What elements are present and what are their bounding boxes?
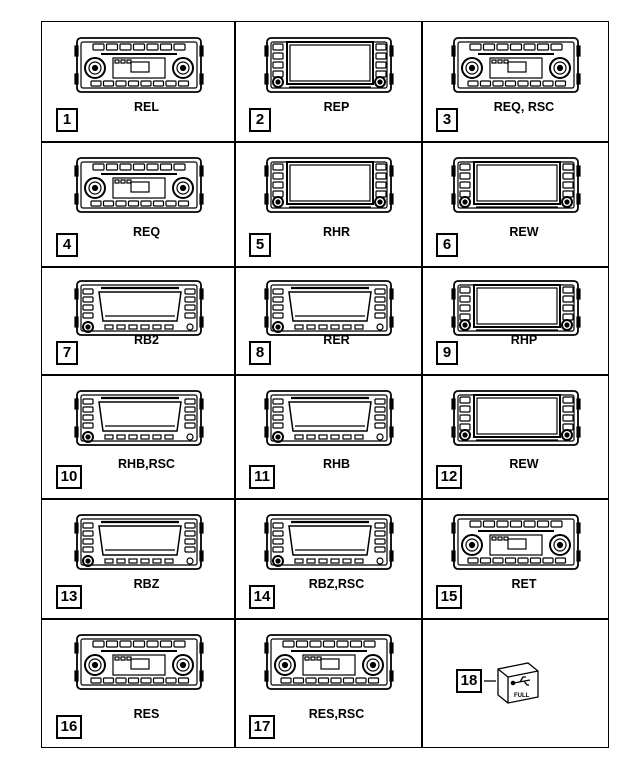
grid-divider (42, 374, 608, 376)
radio-cell: RBZ,RSC 14 (235, 499, 422, 619)
callout-number: 15 (436, 585, 462, 609)
callout-number: 12 (436, 465, 462, 489)
grid-divider (234, 22, 236, 747)
radio-cell: REW 6 (422, 142, 610, 267)
radio-unit-icon (263, 634, 394, 690)
radio-unit-icon (263, 280, 394, 336)
radio-code-label: RBZ (133, 577, 160, 591)
callout-number: 2 (249, 108, 271, 132)
radio-cell: REL 1 (42, 22, 235, 142)
radio-code-label: REQ (132, 225, 161, 239)
radio-unit-icon (73, 280, 204, 336)
radio-code-label: RET (511, 577, 537, 591)
radio-code-label: RB2 (133, 333, 159, 347)
radio-unit-icon (451, 280, 581, 336)
radio-code-label: RES (133, 707, 160, 721)
radio-unit-icon (73, 634, 204, 690)
callout-number: 1 (56, 108, 78, 132)
radio-cell: REW 12 (422, 375, 610, 499)
radio-code-label: RBZ,RSC (308, 577, 365, 591)
callout-number: 6 (436, 233, 458, 257)
radio-code-label: RHB (322, 457, 351, 471)
radio-code-label: REP (323, 100, 350, 114)
radio-code-label: RHB,RSC (118, 457, 175, 471)
radio-cell: RER 8 (235, 267, 422, 375)
callout-number: 3 (436, 108, 458, 132)
grid-divider (421, 22, 423, 747)
radio-cell: RBZ 13 (42, 499, 235, 619)
usb-text: FULL (514, 693, 530, 699)
radio-cell: REQ, RSC 3 (422, 22, 610, 142)
radio-code-label: RER (323, 333, 350, 347)
radio-unit-icon (451, 514, 581, 570)
radio-code-label: REW (509, 225, 539, 239)
grid-divider (42, 266, 608, 268)
grid-divider (42, 141, 608, 143)
radio-unit-icon (73, 390, 204, 446)
radio-unit-icon (263, 37, 394, 93)
callout-number: 16 (56, 715, 82, 739)
callout-number: 14 (249, 585, 275, 609)
grid-divider (42, 618, 608, 620)
callout-number: 17 (249, 715, 275, 739)
radio-code-label: RHR (322, 225, 351, 239)
grid-divider (42, 498, 608, 500)
callout-number: 8 (249, 341, 271, 365)
radio-cell: RET 15 (422, 499, 610, 619)
callout-number: 11 (249, 465, 275, 489)
radio-cell: RHB,RSC 10 (42, 375, 235, 499)
radio-code-label: RES,RSC (308, 707, 365, 721)
callout-number: 5 (249, 233, 271, 257)
radio-unit-icon (263, 514, 394, 570)
callout-number: 7 (56, 341, 78, 365)
radio-cell: RES 16 (42, 619, 235, 749)
radio-cell: RHP 9 (422, 267, 610, 375)
callout-number: 18 (456, 669, 482, 693)
radio-code-label: REL (134, 100, 159, 114)
usb-adapter-icon: FULL (484, 662, 539, 704)
radio-code-label: REQ, RSC (493, 100, 555, 114)
radio-cell: RHB 11 (235, 375, 422, 499)
radio-cell: REP 2 (235, 22, 422, 142)
callout-number: 4 (56, 233, 78, 257)
radio-unit-icon (451, 390, 581, 446)
callout-number: 9 (436, 341, 458, 365)
radio-cell: RES,RSC 17 (235, 619, 422, 749)
radio-unit-icon (263, 390, 394, 446)
radio-unit-icon (73, 157, 204, 213)
callout-number: 13 (56, 585, 82, 609)
radio-code-label: REW (509, 457, 539, 471)
radio-unit-icon (73, 514, 204, 570)
callout-number: 10 (56, 465, 82, 489)
radio-cell: RB2 7 (42, 267, 235, 375)
radio-unit-icon (451, 37, 581, 93)
radio-cell: REQ 4 (42, 142, 235, 267)
radio-unit-icon (73, 37, 204, 93)
radio-unit-icon (263, 157, 394, 213)
radio-cell: RHR 5 (235, 142, 422, 267)
radio-code-label: RHP (510, 333, 538, 347)
radio-unit-icon (451, 157, 581, 213)
